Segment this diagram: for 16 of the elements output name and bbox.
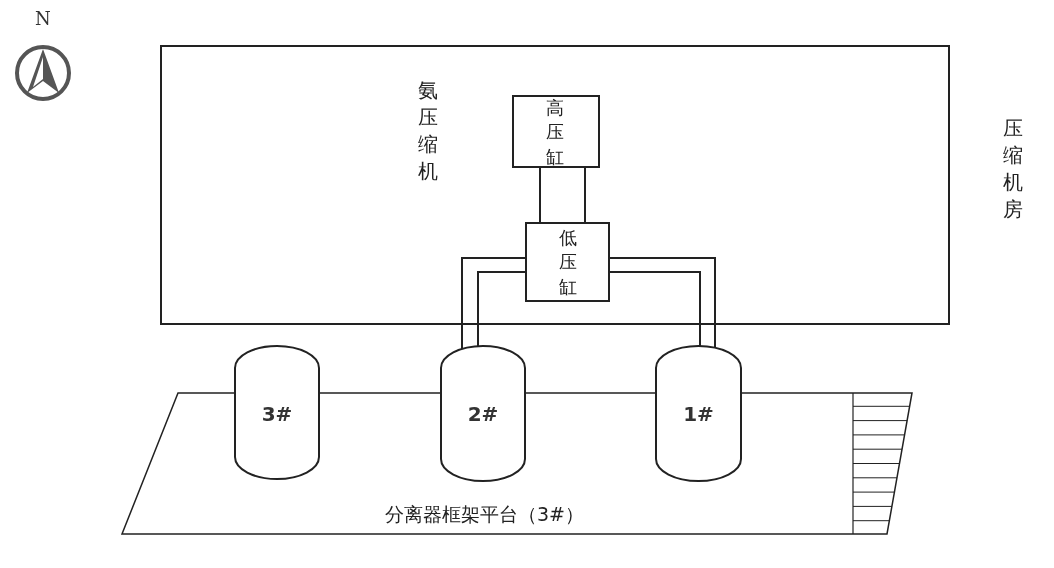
- separator-tank: [234, 345, 320, 480]
- tank-number: 1#: [682, 402, 715, 426]
- platform-label: 分离器框架平台（3#）: [385, 502, 584, 527]
- tank-number: 2#: [466, 402, 500, 426]
- separator-tank: [440, 345, 526, 482]
- machine-label: 氨压缩机: [417, 77, 438, 185]
- cylinder-label: 高压缸: [546, 96, 565, 169]
- cylinder-box: [525, 222, 610, 302]
- room-label: 压缩机房: [1002, 115, 1023, 223]
- compressor-box: [160, 45, 950, 325]
- cylinder-label: 低压缸: [559, 226, 578, 299]
- north-label: N: [35, 8, 51, 29]
- cylinder-box: [512, 95, 600, 168]
- separator-tank: [655, 345, 742, 482]
- tank-number: 3#: [260, 402, 294, 426]
- pipe: [539, 167, 586, 223]
